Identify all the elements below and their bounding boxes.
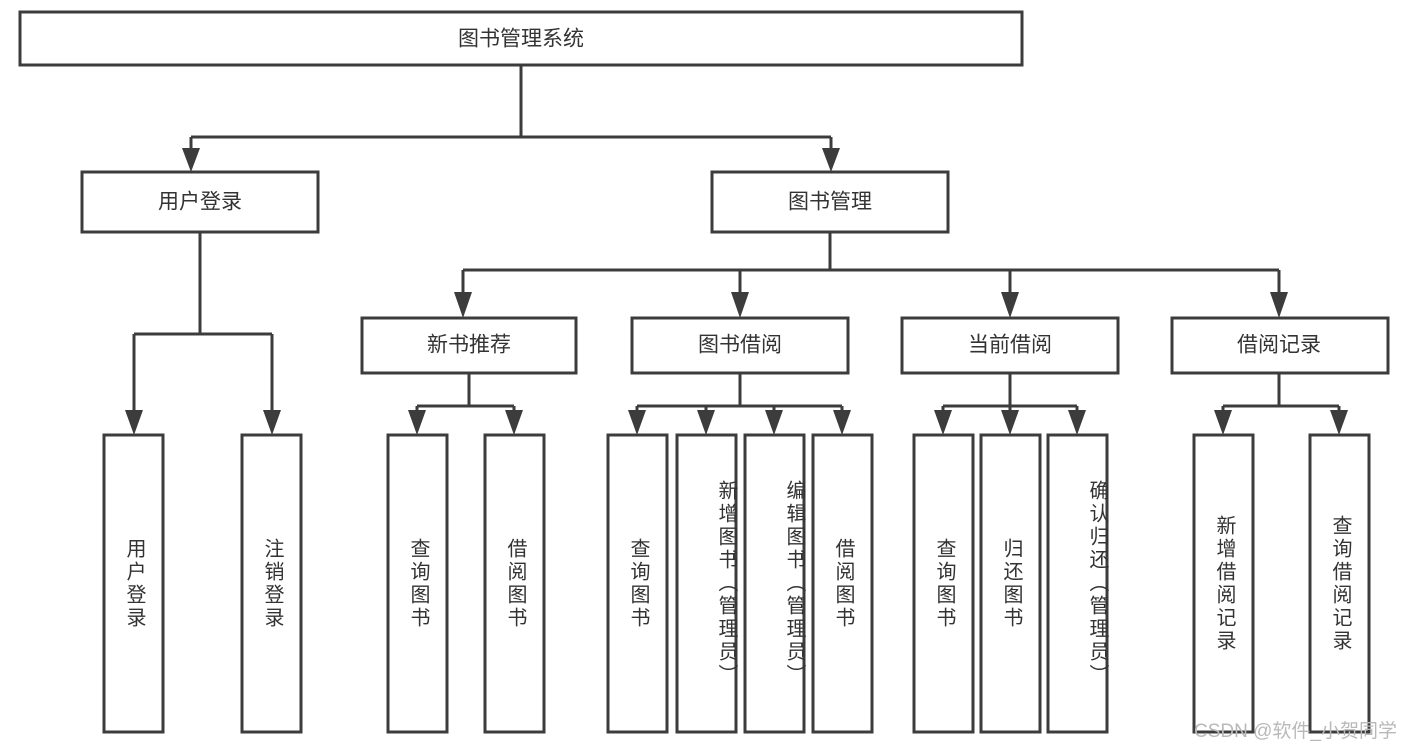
node-borrow-record-label: 借阅记录 bbox=[1237, 334, 1321, 357]
connector-user-login-to-leaves bbox=[125, 232, 281, 435]
node-system-title-label: 图书管理系统 bbox=[458, 28, 584, 51]
connector-borrow-record-to-leaves bbox=[1214, 373, 1348, 435]
leaf-box-query-book-1[interactable] bbox=[386, 433, 449, 734]
leaf-box-user-login[interactable] bbox=[102, 433, 165, 734]
leaf-box-return-book[interactable] bbox=[979, 433, 1042, 734]
connector-book-borrow-to-leaves bbox=[628, 373, 851, 435]
node-book-borrow[interactable]: 图书借阅 bbox=[630, 316, 850, 375]
node-new-book-recommend[interactable]: 新书推荐 bbox=[360, 316, 578, 375]
node-book-management[interactable]: 图书管理 bbox=[710, 170, 950, 234]
node-new-book-recommend-label: 新书推荐 bbox=[427, 334, 511, 357]
leaf-boxes bbox=[102, 433, 1371, 734]
connector-current-borrow-to-leaves bbox=[934, 373, 1086, 435]
node-current-borrow-label: 当前借阅 bbox=[968, 334, 1052, 357]
leaf-box-edit-book[interactable] bbox=[743, 433, 806, 734]
node-current-borrow[interactable]: 当前借阅 bbox=[900, 316, 1120, 375]
connector-root-to-level2 bbox=[182, 65, 840, 172]
leaf-box-query-book-3[interactable] bbox=[912, 433, 975, 734]
node-user-login[interactable]: 用户登录 bbox=[80, 170, 320, 234]
leaf-box-borrow-book-2[interactable] bbox=[811, 433, 874, 734]
leaf-box-query-record[interactable] bbox=[1308, 433, 1371, 734]
csdn-watermark: CSDN @软件_小贺同学 bbox=[1194, 721, 1397, 742]
node-user-login-label: 用户登录 bbox=[158, 191, 242, 214]
node-system-title[interactable]: 图书管理系统 bbox=[18, 10, 1024, 67]
leaf-box-logout-login[interactable] bbox=[240, 433, 303, 734]
node-book-management-label: 图书管理 bbox=[788, 191, 872, 214]
leaf-box-borrow-book-1[interactable] bbox=[483, 433, 546, 734]
leaf-box-query-book-2[interactable] bbox=[606, 433, 669, 734]
leaf-box-add-record[interactable] bbox=[1192, 433, 1255, 734]
leaf-box-confirm-return[interactable] bbox=[1046, 433, 1109, 734]
node-book-borrow-label: 图书借阅 bbox=[698, 334, 782, 357]
node-borrow-record[interactable]: 借阅记录 bbox=[1170, 316, 1390, 375]
connector-book-management-to-level3 bbox=[454, 232, 1288, 318]
leaf-box-add-book[interactable] bbox=[675, 433, 738, 734]
connector-new-book-recommend-to-leaves bbox=[408, 373, 523, 435]
